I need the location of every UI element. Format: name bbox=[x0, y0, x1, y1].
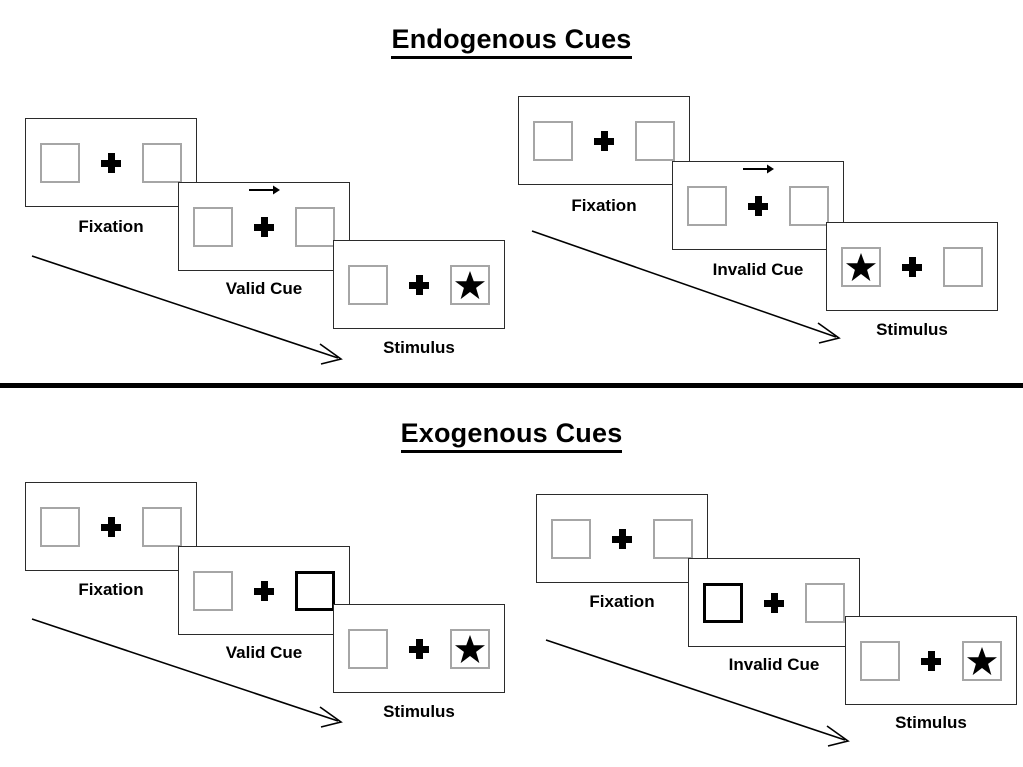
section-divider bbox=[0, 383, 1023, 388]
fixation-center bbox=[895, 244, 929, 290]
panel-exogenous-invalid-stimulus bbox=[845, 616, 1017, 705]
caption-exogenous-valid-cue: Valid Cue bbox=[225, 643, 303, 662]
panel-exogenous-invalid-fixation bbox=[536, 494, 708, 583]
fixation-center bbox=[247, 568, 281, 614]
fixation-center bbox=[757, 580, 791, 626]
section-title-exogenous: Exogenous Cues bbox=[0, 418, 1023, 453]
stimulus-box-left bbox=[687, 185, 727, 226]
caption-endogenous-invalid-cue: Invalid Cue bbox=[712, 260, 804, 279]
caption-endogenous-valid-stimulus: Stimulus bbox=[383, 338, 455, 357]
star-target-icon bbox=[846, 252, 876, 281]
caption-exogenous-invalid-stimulus: Stimulus bbox=[895, 713, 967, 732]
stimulus-box-left bbox=[348, 264, 388, 305]
stimulus-box-left bbox=[193, 206, 233, 247]
stimulus-box-right bbox=[635, 120, 675, 161]
caption-endogenous-invalid-fixation: Fixation bbox=[571, 196, 637, 215]
section-title-endogenous-text: Endogenous Cues bbox=[391, 24, 632, 59]
stimulus-box-right bbox=[943, 246, 983, 287]
exogenous-invalid-time-arrow bbox=[545, 639, 850, 747]
panel-endogenous-valid-fixation bbox=[25, 118, 197, 207]
stimulus-box-left bbox=[841, 246, 881, 287]
fixation-plus-icon bbox=[594, 130, 614, 151]
stimulus-box-right-cued bbox=[295, 570, 335, 611]
panel-exogenous-valid-cue bbox=[178, 546, 350, 635]
stimulus-box-right bbox=[789, 185, 829, 226]
stimulus-box-right bbox=[653, 518, 693, 559]
stimulus-box-left-cued bbox=[703, 582, 743, 623]
caption-exogenous-invalid-fixation: Fixation bbox=[589, 592, 655, 611]
fixation-center bbox=[94, 140, 128, 186]
stimulus-box-left bbox=[533, 120, 573, 161]
fixation-plus-icon bbox=[764, 592, 784, 613]
caption-exogenous-valid-fixation: Fixation bbox=[78, 580, 144, 599]
stimulus-box-right bbox=[450, 628, 490, 669]
fixation-plus-icon bbox=[921, 650, 941, 671]
fixation-plus-icon bbox=[101, 152, 121, 173]
stimulus-box-left bbox=[551, 518, 591, 559]
stimulus-box-right bbox=[142, 506, 182, 547]
star-target-icon bbox=[967, 646, 997, 675]
panel-endogenous-invalid-cue bbox=[672, 161, 844, 250]
fixation-center bbox=[247, 185, 281, 250]
stimulus-box-left bbox=[193, 570, 233, 611]
fixation-plus-icon bbox=[902, 256, 922, 277]
panel-endogenous-invalid-fixation bbox=[518, 96, 690, 185]
fixation-center bbox=[402, 626, 436, 672]
panel-exogenous-invalid-cue bbox=[688, 558, 860, 647]
section-title-endogenous: Endogenous Cues bbox=[0, 24, 1023, 59]
caption-endogenous-invalid-stimulus: Stimulus bbox=[876, 320, 948, 339]
panel-exogenous-valid-stimulus bbox=[333, 604, 505, 693]
panel-endogenous-valid-cue bbox=[178, 182, 350, 271]
stimulus-box-right bbox=[142, 142, 182, 183]
fixation-center bbox=[587, 118, 621, 164]
fixation-plus-icon bbox=[409, 274, 429, 295]
stimulus-box-left bbox=[860, 640, 900, 681]
fixation-plus-icon bbox=[748, 195, 768, 216]
caption-exogenous-valid-stimulus: Stimulus bbox=[383, 702, 455, 721]
panel-exogenous-valid-fixation bbox=[25, 482, 197, 571]
fixation-center bbox=[741, 164, 775, 229]
stimulus-box-right bbox=[295, 206, 335, 247]
stimulus-box-left bbox=[40, 506, 80, 547]
stimulus-box-right bbox=[805, 582, 845, 623]
section-title-exogenous-text: Exogenous Cues bbox=[400, 418, 623, 453]
caption-endogenous-valid-cue: Valid Cue bbox=[225, 279, 303, 298]
stimulus-box-left bbox=[348, 628, 388, 669]
fixation-plus-icon bbox=[101, 516, 121, 537]
arrow-cue-right-icon bbox=[249, 185, 280, 194]
fixation-plus-icon bbox=[254, 216, 274, 237]
stimulus-box-right bbox=[450, 264, 490, 305]
fixation-center bbox=[94, 504, 128, 550]
fixation-center bbox=[402, 262, 436, 308]
fixation-plus-icon bbox=[254, 580, 274, 601]
panel-endogenous-valid-stimulus bbox=[333, 240, 505, 329]
star-target-icon bbox=[455, 634, 485, 663]
fixation-plus-icon bbox=[612, 528, 632, 549]
star-target-icon bbox=[455, 270, 485, 299]
fixation-center bbox=[914, 638, 948, 684]
stimulus-box-right bbox=[962, 640, 1002, 681]
fixation-plus-icon bbox=[409, 638, 429, 659]
caption-endogenous-valid-fixation: Fixation bbox=[78, 217, 144, 236]
caption-exogenous-invalid-cue: Invalid Cue bbox=[728, 655, 820, 674]
panel-endogenous-invalid-stimulus bbox=[826, 222, 998, 311]
fixation-center bbox=[605, 516, 639, 562]
arrow-cue-right-icon bbox=[743, 164, 774, 173]
stimulus-box-left bbox=[40, 142, 80, 183]
